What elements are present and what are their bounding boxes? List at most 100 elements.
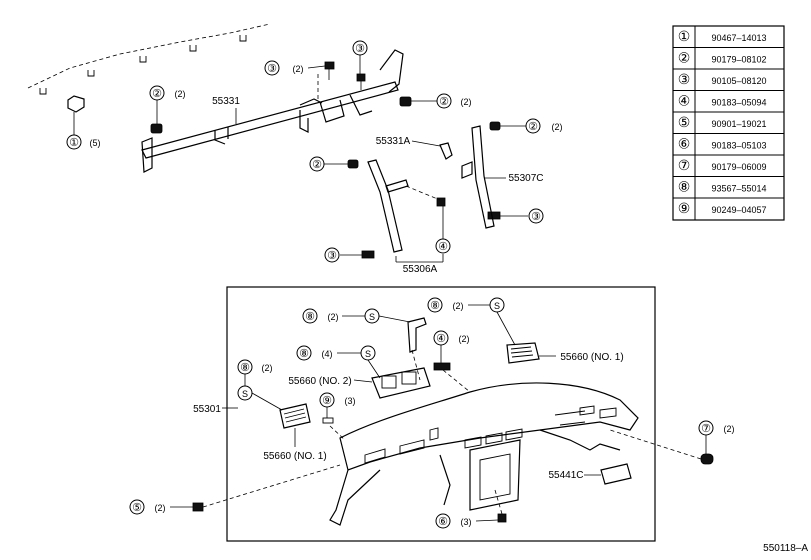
callout-2a-num: ② (152, 88, 162, 100)
label-55660-no1-left: 55660 (NO. 1) (263, 451, 326, 462)
label-55331a: 55331A (376, 136, 411, 147)
table-num-3: ③ (678, 71, 691, 87)
callout-2c: ② (2) (500, 118, 563, 134)
table-part-4: 90183–05094 (711, 98, 766, 108)
callout-8b: ⑧ (2) S (427, 297, 516, 346)
instrument-panel (329, 382, 639, 526)
clip-part-1 (67, 95, 85, 135)
callout-3b-num: ③ (355, 43, 365, 55)
callout-4a-num: ④ (438, 241, 448, 253)
callout-2a: ② (2) (149, 85, 186, 124)
table-num-1: ① (678, 28, 691, 44)
brace-a (367, 159, 444, 263)
callout-4b-qty: (2) (459, 334, 470, 344)
callout-7: ⑦ (2) (698, 420, 735, 454)
callout-2b-qty: (2) (461, 97, 472, 107)
callout-8c-s: S (365, 349, 371, 359)
callout-8b-num: ⑧ (430, 300, 440, 312)
label-55307c: 55307C (508, 173, 543, 184)
table-part-2: 90179–08102 (711, 55, 766, 65)
table-part-6: 90183–05103 (711, 141, 766, 151)
callout-8a-s: S (369, 312, 375, 322)
callout-3d: ③ (324, 247, 340, 263)
callout-1: ① (5) (66, 134, 101, 150)
callout-8d-qty: (2) (262, 363, 273, 373)
callout-2b-num: ② (439, 96, 449, 108)
brace-c (461, 125, 506, 229)
vent-no1-right (506, 342, 556, 364)
table-part-1: 90467–14013 (711, 33, 766, 43)
callout-6-num: ⑥ (438, 516, 448, 528)
callout-8b-s: S (494, 301, 500, 311)
table-num-2: ② (678, 50, 691, 66)
table-num-6: ⑥ (678, 136, 691, 152)
callout-6-qty: (3) (461, 517, 472, 527)
callout-4b-num: ④ (436, 333, 446, 345)
cowl-top-line (27, 23, 271, 95)
callout-3d-num: ③ (327, 250, 337, 262)
table-num-8: ⑧ (678, 179, 691, 195)
callout-3a-qty: (2) (293, 64, 304, 74)
panel-frame (226, 286, 656, 542)
table-num-7: ⑦ (678, 157, 691, 173)
callout-5-qty: (2) (155, 503, 166, 513)
reinforcement-bracket-a (411, 140, 453, 160)
instrument-panel-reinforcement (141, 49, 404, 173)
callout-3c: ③ (528, 208, 544, 224)
label-55660-no2: 55660 (NO. 2) (288, 376, 351, 387)
callout-1-qty: (5) (90, 138, 101, 148)
callout-8b-qty: (2) (453, 301, 464, 311)
callout-1-num: ① (69, 137, 79, 149)
callout-5: ⑤ (2) (129, 499, 193, 515)
table-num-9: ⑨ (678, 200, 691, 216)
callout-2d: ② (309, 156, 348, 172)
vent-no2 (353, 367, 431, 399)
label-55331: 55331 (212, 96, 240, 107)
table-part-5: 90901–19021 (711, 119, 766, 129)
label-55306a: 55306A (403, 264, 438, 275)
callout-6: ⑥ (3) (435, 513, 499, 529)
callout-3c-num: ③ (531, 211, 541, 223)
callout-8c-num: ⑧ (299, 348, 309, 360)
callout-8d-num: ⑧ (240, 362, 250, 374)
callout-8d-s: S (242, 389, 248, 399)
callout-2c-qty: (2) (552, 122, 563, 132)
callout-8a-num: ⑧ (305, 311, 315, 323)
table-part-8: 93567–55014 (711, 184, 766, 194)
vent-no1-left (279, 403, 311, 447)
callout-2d-num: ② (312, 159, 322, 171)
callout-4a: ④ (435, 206, 451, 254)
callout-9: ⑨ (3) (319, 392, 356, 418)
parts-table: ① 90467–14013 ② 90179–08102 ③ 90105–0812… (672, 25, 785, 221)
upper-fasteners (150, 61, 528, 259)
callout-9-num: ⑨ (322, 395, 332, 407)
lower-fasteners (192, 317, 714, 523)
callout-5-num: ⑤ (132, 502, 142, 514)
callout-7-num: ⑦ (701, 423, 711, 435)
callout-4b: ④ (2) (433, 330, 470, 363)
callout-3b: ③ (352, 40, 368, 74)
table-part-3: 90105–08120 (711, 76, 766, 86)
callout-8d: ⑧ (2) S (237, 359, 283, 411)
label-55301: 55301 (193, 404, 221, 415)
table-num-4: ④ (678, 93, 691, 109)
table-part-9: 90249–04057 (711, 205, 766, 215)
callout-8a: ⑧ (2) S (302, 308, 411, 324)
table-num-5: ⑤ (678, 114, 691, 130)
callout-7-qty: (2) (724, 424, 735, 434)
callout-9-qty: (3) (345, 396, 356, 406)
callout-2b: ② (2) (411, 93, 472, 109)
callout-8a-qty: (2) (328, 312, 339, 322)
label-55660-no1-right: 55660 (NO. 1) (560, 352, 623, 363)
label-55441c: 55441C (548, 470, 583, 481)
callout-2c-num: ② (528, 121, 538, 133)
vent-side (584, 463, 632, 485)
callout-8c-qty: (4) (322, 349, 333, 359)
diagram-id: 550118–A (763, 543, 808, 554)
callout-8c: ⑧ (4) S (296, 345, 381, 379)
callout-3a: ③ (2) (264, 60, 326, 76)
table-part-7: 90179–06009 (711, 162, 766, 172)
callout-3a-num: ③ (267, 63, 277, 75)
callout-2a-qty: (2) (175, 89, 186, 99)
